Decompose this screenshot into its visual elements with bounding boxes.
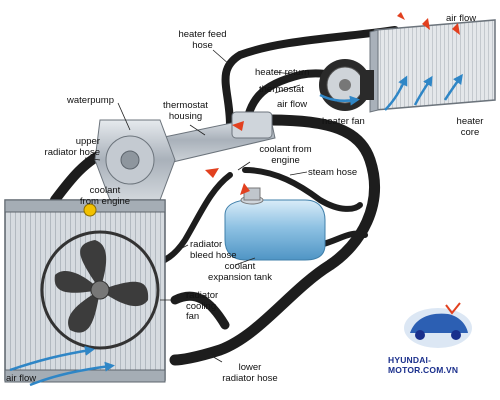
leader-line	[213, 50, 230, 65]
label-heater-core: heater core	[445, 117, 495, 138]
label-thermostat: thermostat	[259, 85, 304, 96]
watermark-text: HYUNDAI-MOTOR.COM.VN	[388, 355, 500, 375]
label-air-flow-bottom: air flow	[6, 374, 36, 385]
heater-core	[370, 20, 495, 112]
label-air-flow-top: air flow	[446, 14, 476, 25]
coolant-expansion-tank	[225, 188, 325, 260]
label-lower-radiator-hose: lower radiator hose	[205, 363, 295, 384]
hyundai-motor-logo	[404, 303, 472, 348]
label-waterpump: waterpump	[67, 96, 114, 107]
label-heater-feed-hose: heater feed hose	[160, 30, 245, 51]
label-upper-radiator-hose: upper radiator hose	[0, 137, 100, 158]
label-radiator-bleed-hose: radiator bleed hose	[190, 240, 236, 261]
label-coolant-from-engine-left: coolant from engine	[65, 186, 145, 207]
leader-line	[290, 172, 307, 175]
hot-arrow	[397, 12, 405, 20]
heater-fan	[319, 59, 374, 111]
label-radiator-cooling-fan: radiator cooling fan	[186, 291, 218, 323]
label-coolant-expansion-tank: coolant expansion tank	[195, 262, 285, 283]
label-heater-fan: heater fan	[322, 117, 365, 128]
label-air-flow-mid: air flow	[277, 100, 307, 111]
label-steam-hose: steam hose	[308, 168, 357, 179]
label-thermostat-housing: thermostat housing	[148, 101, 223, 122]
label-heater-return: heater return	[255, 68, 309, 79]
label-coolant-from-engine-right: coolant from engine	[238, 145, 333, 166]
hot-arrow	[205, 168, 219, 178]
